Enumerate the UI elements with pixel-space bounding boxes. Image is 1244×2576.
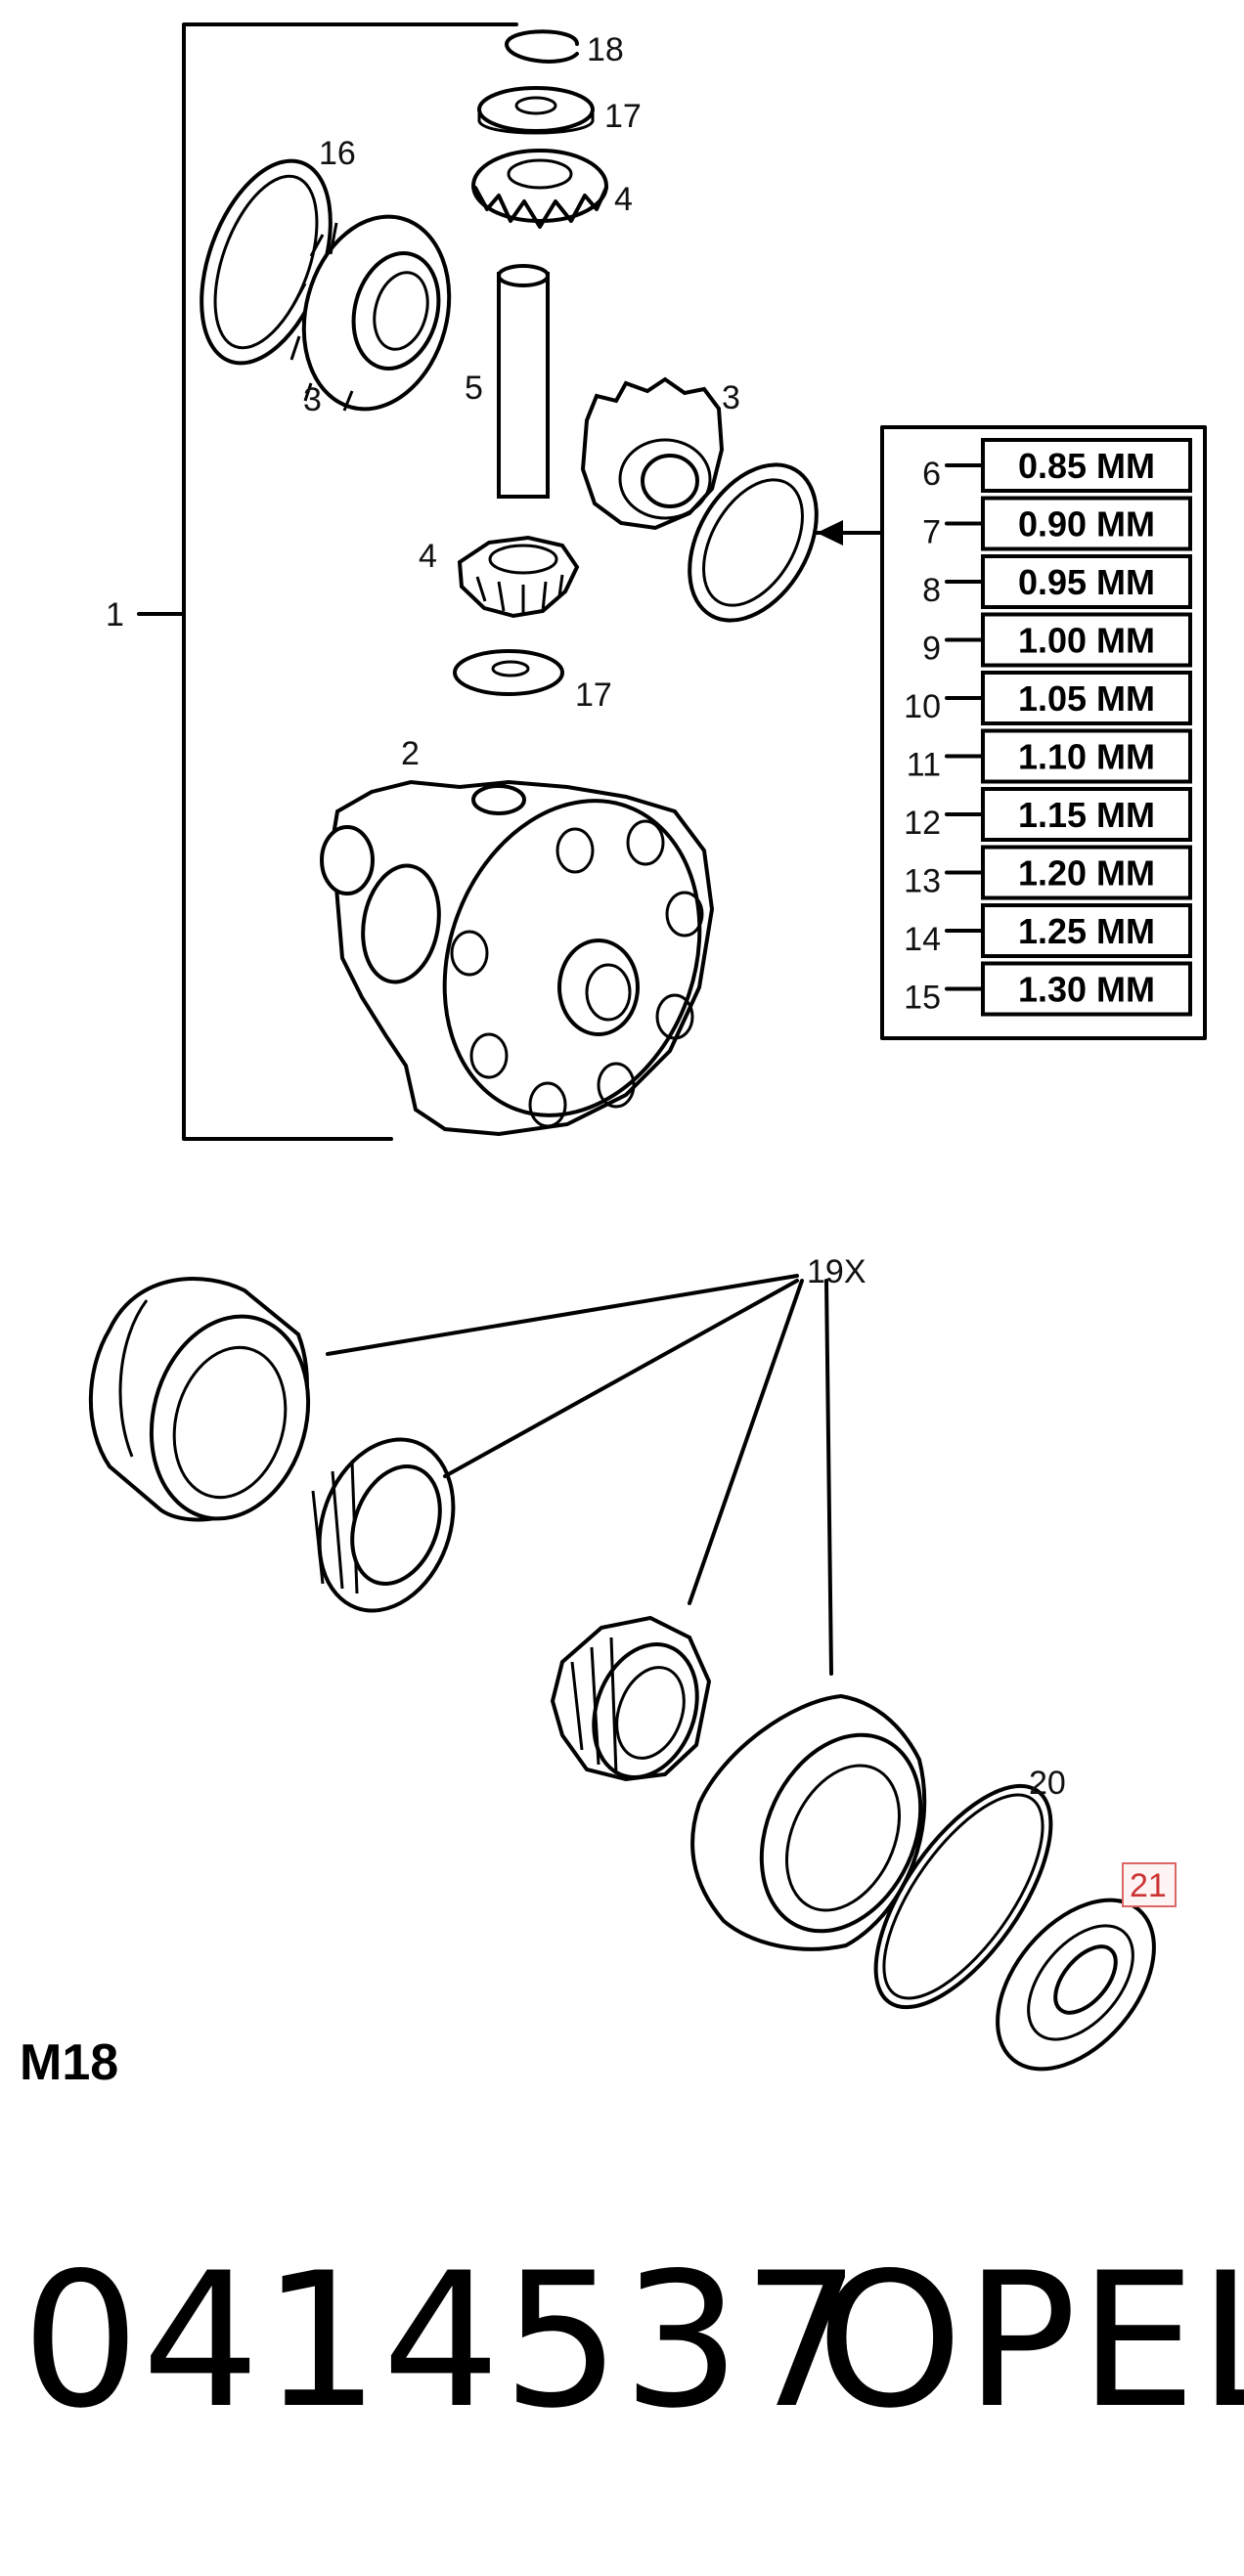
shim-index-label: 12: [904, 805, 941, 842]
shim-table-row: 11 1.10 MM: [907, 728, 1192, 784]
shim-size-label: 1.20 MM: [1018, 853, 1155, 894]
shim-size-box: [981, 671, 1192, 725]
shim-index-label: 15: [904, 980, 941, 1017]
shim-index-label: 9: [922, 631, 941, 668]
shim-size-box: [981, 554, 1192, 609]
callout-17-lower: 17: [575, 677, 612, 714]
shim-table-row: 10 1.05 MM: [904, 671, 1192, 725]
shim-table-row: 14 1.25 MM: [904, 903, 1192, 958]
shim-table-row: 13 1.20 MM: [904, 845, 1192, 900]
shim-size-box: [981, 496, 1192, 551]
shim-size-box: [981, 845, 1192, 900]
pinion-shaft-part-5: [497, 264, 550, 499]
callout-5: 5: [465, 370, 483, 407]
callout-21-highlight: [1122, 1862, 1177, 1907]
callout-20: 20: [1029, 1765, 1066, 1802]
callout-1: 1: [106, 596, 124, 633]
selectable-shim-ring: [688, 462, 819, 623]
callout-4-top: 4: [614, 181, 633, 218]
callout-18: 18: [587, 31, 624, 68]
shim-index-label: 11: [907, 747, 941, 784]
pinion-gear-part-4-lower: [457, 535, 580, 619]
brand-name: OPEL: [817, 2233, 1244, 2449]
bearing-cup-part-19-left: [88, 1277, 311, 1522]
callout-19x: 19X: [807, 1253, 866, 1290]
shim-size-box: [981, 728, 1192, 784]
shim-index-label: 8: [922, 572, 941, 609]
bearing-part-21: [996, 1898, 1156, 2072]
shim-size-label: 1.30 MM: [1018, 970, 1155, 1010]
shim-table-row: 12 1.15 MM: [904, 787, 1192, 842]
callout-leaders-19x: [326, 1274, 833, 1676]
shim-size-box: [981, 438, 1192, 493]
circlip-part-18: [505, 29, 579, 64]
thrust-washer-part-17-top: [477, 86, 595, 135]
shim-size-label: 1.05 MM: [1018, 678, 1155, 719]
part-number: 0414537: [22, 2233, 864, 2449]
shim-table-rows: 6 0.85 MM 7 0.90 MM 8 0.95 MM 9 1.00 MM 10 1.05 M…: [904, 438, 1192, 1017]
shim-size-label: 0.95 MM: [1018, 562, 1155, 602]
shim-size-label: 1.25 MM: [1018, 911, 1155, 951]
callout-21: 21: [1130, 1867, 1167, 1904]
callout-2: 2: [401, 735, 420, 772]
shim-size-label: 1.15 MM: [1018, 795, 1155, 835]
bearing-cone-part-19-left: [311, 1437, 456, 1613]
shim-size-box: [981, 787, 1192, 842]
side-gear-part-3-left: [289, 214, 452, 412]
shim-index-label: 6: [922, 456, 941, 493]
shim-size-box: [981, 961, 1192, 1017]
assembly-bracket: [137, 22, 518, 1141]
differential-case-part-2: [320, 779, 715, 1137]
shim-table-row: 8 0.95 MM: [922, 554, 1192, 609]
shim-index-label: 7: [922, 514, 941, 551]
model-code: M18: [20, 2034, 119, 2091]
shim-size-box: [981, 903, 1192, 958]
snap-ring-part-20: [873, 1783, 1053, 2010]
shim-size-label: 1.00 MM: [1018, 621, 1155, 661]
callout-16: 16: [319, 135, 356, 172]
shim-size-label: 0.90 MM: [1018, 504, 1155, 545]
shim-table-row: 7 0.90 MM: [922, 496, 1192, 551]
thrust-washer-part-17-lower: [453, 649, 564, 696]
shim-thickness-table: [815, 425, 1207, 1040]
shim-table-row: 15 1.30 MM: [904, 961, 1192, 1017]
shim-table-row: 9 1.00 MM: [922, 612, 1192, 668]
shim-index-label: 14: [904, 921, 941, 958]
shim-size-label: 1.10 MM: [1018, 737, 1155, 777]
side-gear-part-3-right: [580, 376, 725, 531]
callout-17-top: 17: [604, 98, 642, 135]
shim-index-label: 10: [904, 688, 941, 725]
shim-table-row: 6 0.85 MM: [922, 438, 1192, 493]
bearing-cone-part-19-right: [550, 1615, 712, 1782]
callout-3-left: 3: [303, 381, 322, 418]
pinion-gear-part-4-top: [471, 149, 608, 229]
callout-4-lower: 4: [419, 538, 437, 575]
bearing-cup-part-19-right: [690, 1693, 927, 1951]
shim-size-label: 0.85 MM: [1018, 446, 1155, 486]
callout-3-right: 3: [722, 379, 740, 416]
shim-size-box: [981, 612, 1192, 668]
shim-index-label: 13: [904, 863, 941, 900]
